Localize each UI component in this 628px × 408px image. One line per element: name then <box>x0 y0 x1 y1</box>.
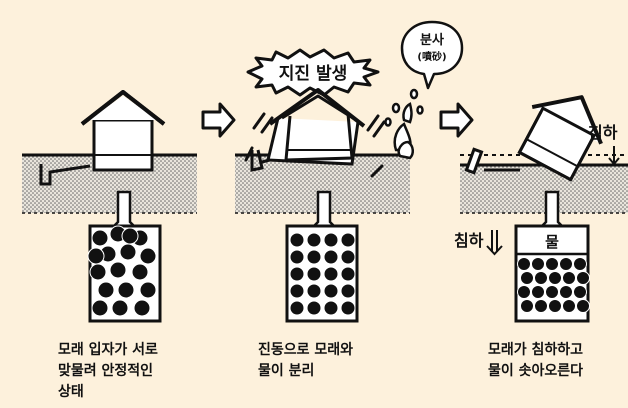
sand-grain <box>289 266 305 282</box>
sand-grain <box>289 249 305 265</box>
shake-lines <box>244 112 386 178</box>
stage3-sand-grains <box>517 257 590 313</box>
subsidence-label-right: 침하 <box>588 123 618 142</box>
sand-grain <box>534 299 548 313</box>
earthquake-burst-icon <box>246 48 380 97</box>
sand-grain <box>340 249 356 265</box>
stage3-caption: 모래가 침하하고 물이 솟아오른다 <box>488 342 584 379</box>
sand-grain <box>131 263 149 281</box>
sand-grain <box>306 283 322 299</box>
subsidence-label-left: 침하 <box>454 231 484 250</box>
arrow-right-icon <box>439 102 474 138</box>
sand-grain <box>97 281 115 299</box>
sand-grain <box>91 299 109 317</box>
sand-grain <box>531 285 545 299</box>
sand-grain <box>323 283 339 299</box>
sand-grain <box>139 281 157 299</box>
sand-grain <box>520 271 534 285</box>
sand-grain <box>323 249 339 265</box>
stage3-ground <box>460 165 628 213</box>
sand-grain <box>323 300 339 316</box>
subsidence-arrow-right-icon <box>608 146 620 166</box>
water-spray-icon <box>384 88 424 160</box>
sand-grain <box>559 257 573 271</box>
sand-grain <box>548 271 562 285</box>
sand-grain <box>133 299 151 317</box>
stage2-scene: 지진 발생 분사 (噴砂) <box>235 20 464 323</box>
sand-grain <box>562 271 576 285</box>
sand-grain <box>111 299 129 317</box>
sand-grain <box>573 285 587 299</box>
sand-grain <box>323 232 339 248</box>
sand-grain <box>548 299 562 313</box>
sand-grain <box>289 283 305 299</box>
sand-grain <box>545 285 559 299</box>
sand-grain <box>323 266 339 282</box>
water-label: 물 <box>545 233 559 251</box>
sand-grain <box>573 257 587 271</box>
sand-grain <box>340 283 356 299</box>
stage3-broken-pipe <box>464 147 520 175</box>
sand-grain <box>576 271 590 285</box>
stage2-sand-grains <box>289 232 356 316</box>
sand-grain <box>89 263 107 281</box>
stage1-scene <box>22 90 197 323</box>
sand-grain <box>340 266 356 282</box>
sand-grain <box>545 257 559 271</box>
sand-grain <box>531 257 545 271</box>
stage1-pipe <box>39 164 91 186</box>
sand-grain <box>119 243 137 261</box>
sand-grain <box>289 300 305 316</box>
sand-grain <box>139 247 157 265</box>
subsidence-arrow-left-icon <box>486 230 503 256</box>
sand-grain <box>306 232 322 248</box>
stage2-house <box>266 88 366 166</box>
spray-label: 분사 <box>420 32 444 48</box>
sand-grain <box>306 249 322 265</box>
sand-grain <box>121 227 139 245</box>
stage2-caption: 진동으로 모래와 물이 분리 <box>258 342 354 379</box>
sand-grain <box>520 299 534 313</box>
spray-hanja-label: (噴砂) <box>417 50 446 63</box>
sand-grain <box>562 299 576 313</box>
sand-grain <box>559 285 573 299</box>
sand-grain <box>534 271 548 285</box>
sand-grain <box>576 299 590 313</box>
sand-grain <box>340 300 356 316</box>
spray-bubble <box>400 20 464 90</box>
sand-grain <box>87 247 105 265</box>
earthquake-label: 지진 발생 <box>279 64 347 84</box>
sand-grain <box>306 266 322 282</box>
sand-grain <box>340 232 356 248</box>
stage3-scene: 침하 물 침하 <box>454 95 628 323</box>
sand-grain <box>517 285 531 299</box>
sand-grain <box>91 229 109 247</box>
sand-grain <box>306 300 322 316</box>
stage1-house <box>80 90 166 172</box>
stage1-caption: 모래 입자가 서로 맞물려 안정적인 상태 <box>58 342 158 400</box>
sand-grain <box>109 261 127 279</box>
stage1-sand-grains <box>87 225 157 317</box>
sand-grain <box>517 257 531 271</box>
sand-grain <box>117 281 135 299</box>
stage3-house <box>517 95 603 182</box>
sand-grain <box>289 232 305 248</box>
arrow-right-icon <box>201 102 236 138</box>
